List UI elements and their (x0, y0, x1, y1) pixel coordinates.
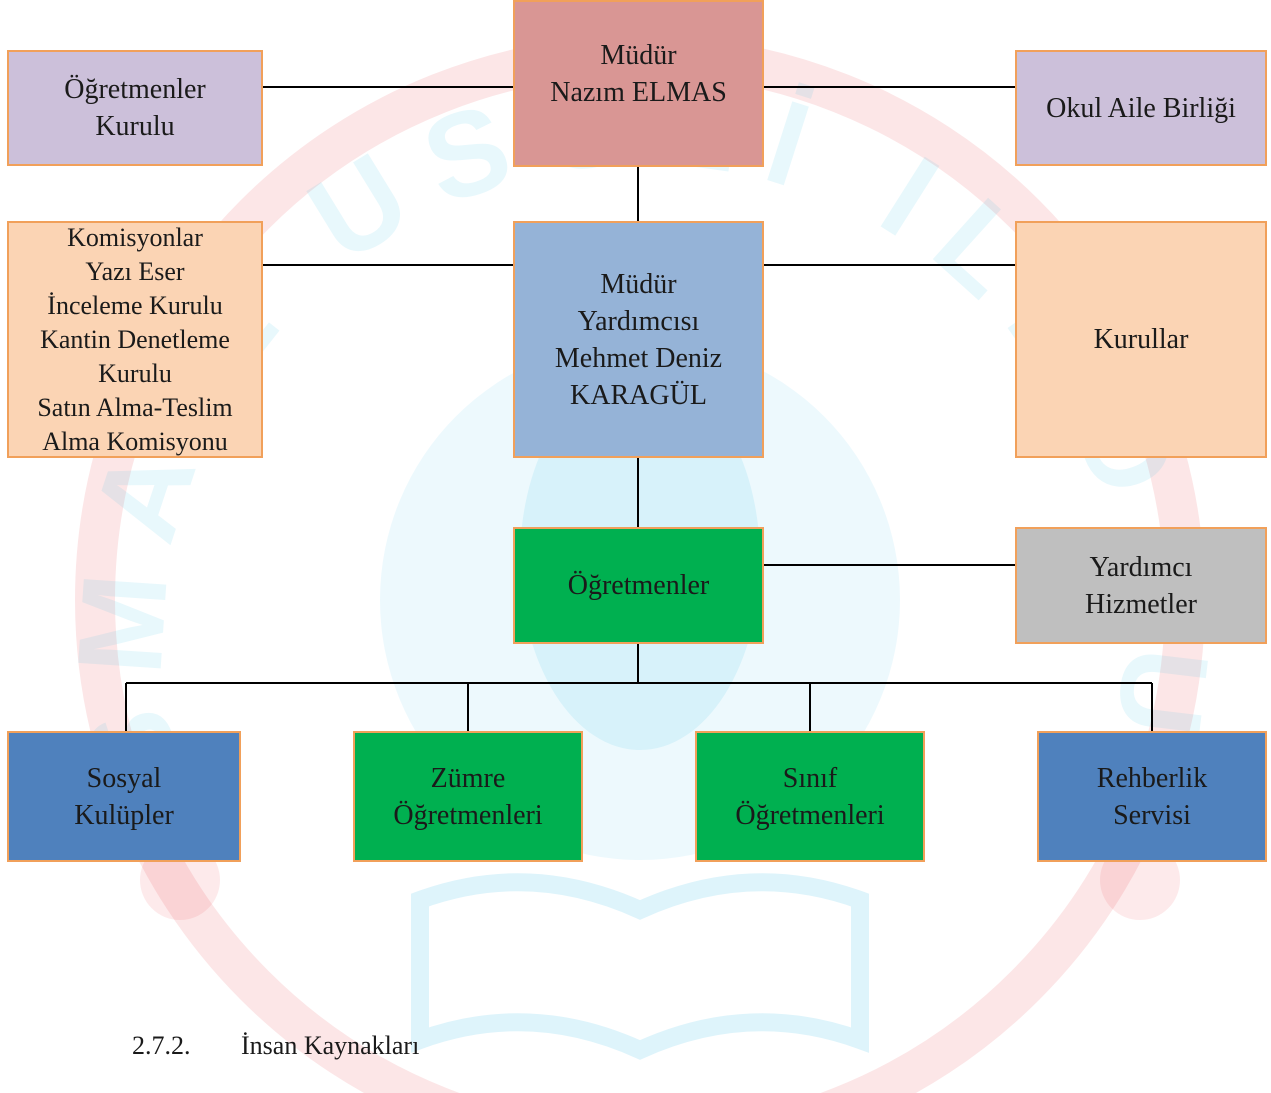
guidance-service-box: Rehberlik Servisi (1037, 731, 1267, 862)
branch-teachers-box: Zümre Öğretmenleri (353, 731, 583, 862)
boards-box: Kurullar (1015, 221, 1267, 458)
commissions-box: Komisyonlar Yazı Eser İnceleme Kurulu Ka… (7, 221, 263, 458)
support-services-box: Yardımcı Hizmetler (1015, 527, 1267, 644)
principal-box: Müdür Nazım ELMAS (513, 0, 764, 167)
section-title: İnsan Kaynakları (241, 1031, 420, 1060)
social-clubs-box: Sosyal Kulüpler (7, 731, 241, 862)
class-teachers-box: Sınıf Öğretmenleri (695, 731, 925, 862)
seal-book-shape (411, 873, 869, 1060)
parent-association-box: Okul Aile Birliği (1015, 50, 1267, 166)
teachers-box: Öğretmenler (513, 527, 764, 644)
teachers-council-box: Öğretmenler Kurulu (7, 50, 263, 166)
section-number: 2.7.2. (132, 1031, 191, 1060)
vice-principal-box: Müdür Yardımcısı Mehmet Deniz KARAGÜL (513, 221, 764, 458)
